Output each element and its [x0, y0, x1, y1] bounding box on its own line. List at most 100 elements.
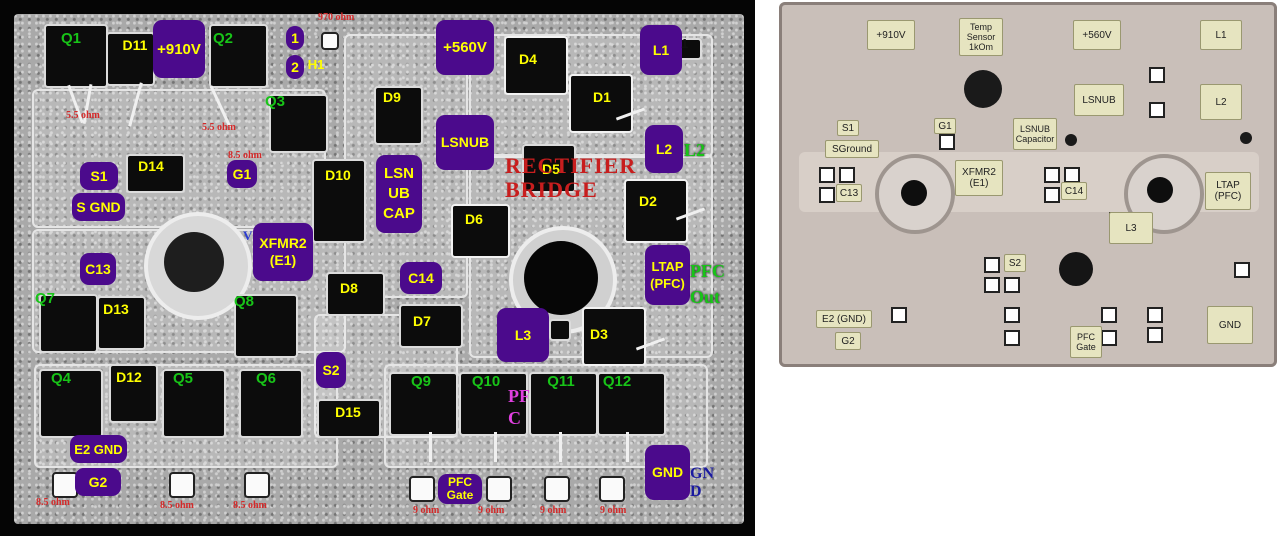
bond-wire [626, 432, 629, 462]
label-d8: D8 [340, 279, 358, 296]
housing-label-plus-560v: +560V [1073, 20, 1121, 50]
pad-gnd: GND [645, 445, 690, 500]
d11-package [106, 32, 155, 86]
note-8-5-ohm: 8.5 ohm [160, 500, 194, 511]
label-pfc-magenta: PF C [508, 386, 530, 428]
label-d1: D1 [593, 88, 611, 105]
q3-package [269, 94, 328, 153]
label-q6: Q6 [255, 369, 276, 387]
pad-plus-560v: +560V [436, 20, 494, 75]
d2-package [624, 179, 688, 243]
housing-label-lsnub-capacitor: LSNUB Capacitor [1013, 118, 1057, 150]
label-pad-1-black: 1 [681, 36, 689, 51]
terminal-screw-right [1147, 177, 1173, 203]
housing-opening [1004, 307, 1020, 323]
housing-opening [984, 277, 1000, 293]
terminal-pad [52, 472, 78, 498]
pad-pfc-gate: PFC Gate [438, 474, 482, 504]
d7-package [399, 304, 463, 348]
housing-label-g1: G1 [934, 118, 956, 134]
d3-package [582, 307, 646, 366]
housing-opening [1234, 262, 1250, 278]
housing-label-c13: C13 [836, 184, 862, 202]
housing-label-l3: L3 [1109, 212, 1153, 244]
housing-opening [891, 307, 907, 323]
pad-xfmr2-e1: XFMR2 (E1) [253, 223, 313, 281]
label-d12: D12 [116, 368, 142, 385]
note-5-5-ohm: 5.5 ohm [66, 110, 100, 121]
housing-label-g2: G2 [835, 332, 861, 350]
d14-package [126, 154, 185, 193]
label-d10: D10 [325, 166, 351, 183]
label-q11: Q11 [547, 372, 575, 390]
label-q9: Q9 [410, 372, 431, 390]
label-q1: Q1 [60, 29, 81, 47]
d9-package [374, 86, 423, 145]
d10-package [312, 159, 366, 243]
d1-package [569, 74, 633, 133]
housing-opening [1004, 330, 1020, 346]
label-gnd-blue: GN D [690, 465, 714, 500]
d6-package [451, 204, 510, 258]
note-5-5-ohm: 5.5 ohm [202, 122, 236, 133]
q8-package [234, 294, 298, 358]
pad-s-gnd: S GND [72, 193, 125, 221]
q4-package [39, 369, 103, 438]
q7-package [39, 294, 98, 353]
pad-ltap-pfc: LTAP (PFC) [645, 245, 690, 305]
label-l2-green: L2 [684, 140, 706, 160]
housing-label-plus-910v: +910V [867, 20, 915, 50]
terminal-pad [169, 472, 195, 498]
q6-package [239, 369, 303, 438]
label-q7: Q7 [34, 289, 55, 307]
label-q12: Q12 [602, 372, 632, 390]
note-9-ohm: 9 ohm [600, 505, 627, 516]
label-q4: Q4 [50, 369, 71, 387]
housing-label-lsnub: LSNUB [1074, 84, 1124, 116]
terminal-pad [486, 476, 512, 502]
pad-g2: G2 [75, 468, 121, 496]
terminal-pad [321, 32, 339, 50]
housing-label-temp-sensor: Temp Sensor 1kOm [959, 18, 1003, 56]
housing-opening [1147, 327, 1163, 343]
housing-opening [1064, 167, 1080, 183]
housing-opening [984, 257, 1000, 273]
pad-lsnub-cap: LSN UB CAP [376, 155, 422, 233]
label-q10: Q10 [471, 372, 501, 390]
housing-opening [1101, 307, 1117, 323]
housing-opening [1149, 102, 1165, 118]
mounting-hole-left [164, 232, 224, 292]
housing-opening [1044, 187, 1060, 203]
pad-2: 2 [286, 55, 304, 79]
q2-package [209, 24, 268, 88]
bond-wire [494, 432, 497, 462]
label-d14: D14 [138, 157, 164, 174]
housing-opening [1147, 307, 1163, 323]
l3-terminal [549, 319, 571, 341]
label-d4: D4 [519, 50, 537, 67]
note-970-ohm: 970 ohm [318, 12, 355, 23]
housing-opening [1149, 67, 1165, 83]
label-q2: Q2 [212, 29, 233, 47]
bond-wire [559, 432, 562, 462]
pad-e2-gnd: E2 GND [70, 435, 127, 463]
housing-label-l1: L1 [1200, 20, 1242, 50]
label-d2: D2 [639, 192, 657, 209]
pad-1: 1 [286, 26, 304, 50]
terminal-pad [544, 476, 570, 502]
housing-label-xfmr2-e1: XFMR2 (E1) [955, 160, 1003, 196]
d13-package [97, 296, 146, 350]
housing-label-s2: S2 [1004, 254, 1026, 272]
housing-opening [819, 167, 835, 183]
note-8-5-ohm: 8.5 ohm [233, 500, 267, 511]
note-9-ohm: 9 ohm [540, 505, 567, 516]
terminal-pad [599, 476, 625, 502]
pad-s2: S2 [316, 352, 346, 388]
label-rectifier-bridge: RECTIFIER BRIDGE [505, 153, 637, 202]
housing-label-pfc-gate: PFC Gate [1070, 326, 1102, 358]
mounting-hole-right [524, 241, 598, 315]
pad-s1: S1 [80, 162, 118, 190]
housing-label-l2: L2 [1200, 84, 1242, 120]
housing-label-e2-gnd: E2 (GND) [816, 310, 872, 328]
d12-package [109, 364, 158, 423]
